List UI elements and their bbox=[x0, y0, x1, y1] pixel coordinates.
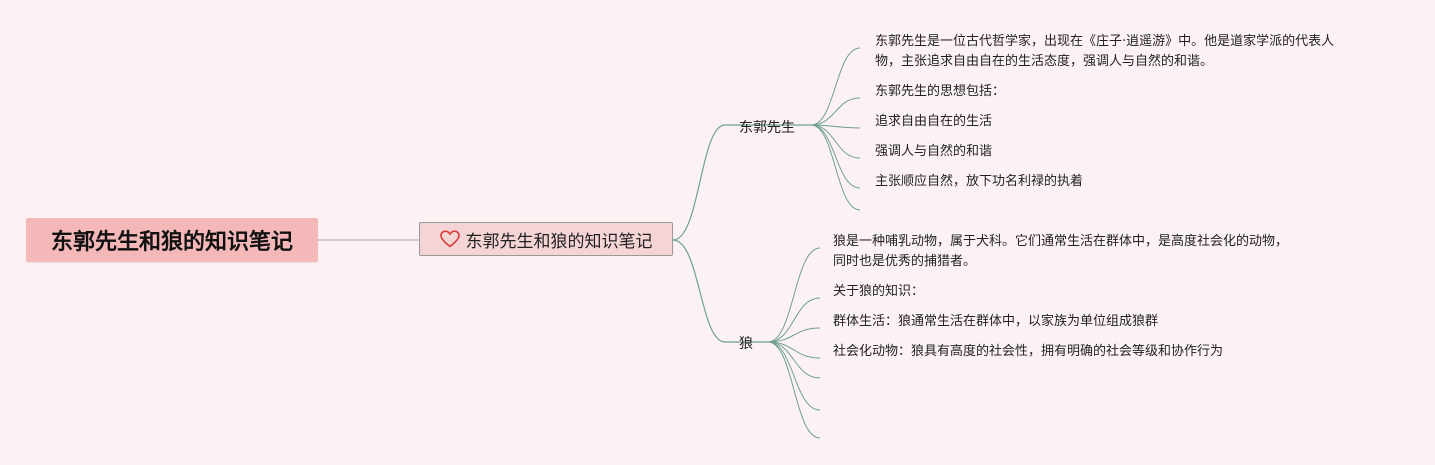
leaf-connector bbox=[810, 97, 861, 126]
root-topic[interactable]: 东郭先生和狼的知识笔记 bbox=[26, 218, 318, 262]
dongguo-leaf-connectors bbox=[810, 47, 861, 211]
leaf-dongguo-harmony[interactable]: 强调人与自然的和谐 bbox=[875, 144, 993, 159]
leaf-connector bbox=[810, 124, 861, 159]
leaf-wolf-social[interactable]: 社会化动物：狼具有高度的社会性，拥有明确的社会等级和协作行为 bbox=[833, 344, 1224, 359]
leaf-wolf-intro[interactable]: 狼是一种哺乳动物，属于犬科。它们通常生活在群体中，是高度社会化的动物， 同时也是… bbox=[833, 234, 1289, 269]
branch-wolf[interactable]: 狼 bbox=[739, 336, 753, 352]
leaf-dongguo-thoughts[interactable]: 东郭先生的思想包括： bbox=[875, 84, 1006, 99]
leaf-connector bbox=[810, 124, 861, 129]
leaf-wolf-group-life[interactable]: 群体生活：狼通常生活在群体中，以家族为单位组成狼群 bbox=[833, 314, 1159, 329]
leaf-connector bbox=[810, 124, 861, 211]
branch-dongguo[interactable]: 东郭先生 bbox=[739, 120, 795, 136]
subtopic-label: 东郭先生和狼的知识笔记 bbox=[465, 231, 653, 252]
leaf-connector bbox=[810, 47, 861, 126]
heart-icon bbox=[439, 230, 460, 248]
leaf-dongguo-freedom[interactable]: 追求自由自在的生活 bbox=[875, 114, 993, 129]
leaf-connector bbox=[767, 247, 821, 343]
wolf-leaf-connectors bbox=[767, 247, 821, 439]
leaf-connector bbox=[767, 297, 821, 343]
leaf-connector bbox=[767, 341, 821, 439]
leaf-connector bbox=[767, 327, 821, 343]
leaf-connector bbox=[767, 341, 821, 379]
branch-connector-wolf bbox=[672, 239, 726, 343]
leaf-connector bbox=[767, 341, 821, 411]
root-title: 东郭先生和狼的知识笔记 bbox=[50, 230, 293, 255]
branch-connector-dongguo bbox=[672, 124, 726, 241]
subtopic-node[interactable]: 东郭先生和狼的知识笔记 bbox=[419, 222, 673, 256]
leaf-dongguo-intro[interactable]: 东郭先生是一位古代哲学家，出现在《庄子·逍遥游》中。他是道家学派的代表人 物，主… bbox=[875, 34, 1335, 69]
leaf-dongguo-nature[interactable]: 主张顺应自然，放下功名利禄的执着 bbox=[875, 174, 1084, 189]
leaf-wolf-knowledge[interactable]: 关于狼的知识： bbox=[833, 284, 925, 299]
